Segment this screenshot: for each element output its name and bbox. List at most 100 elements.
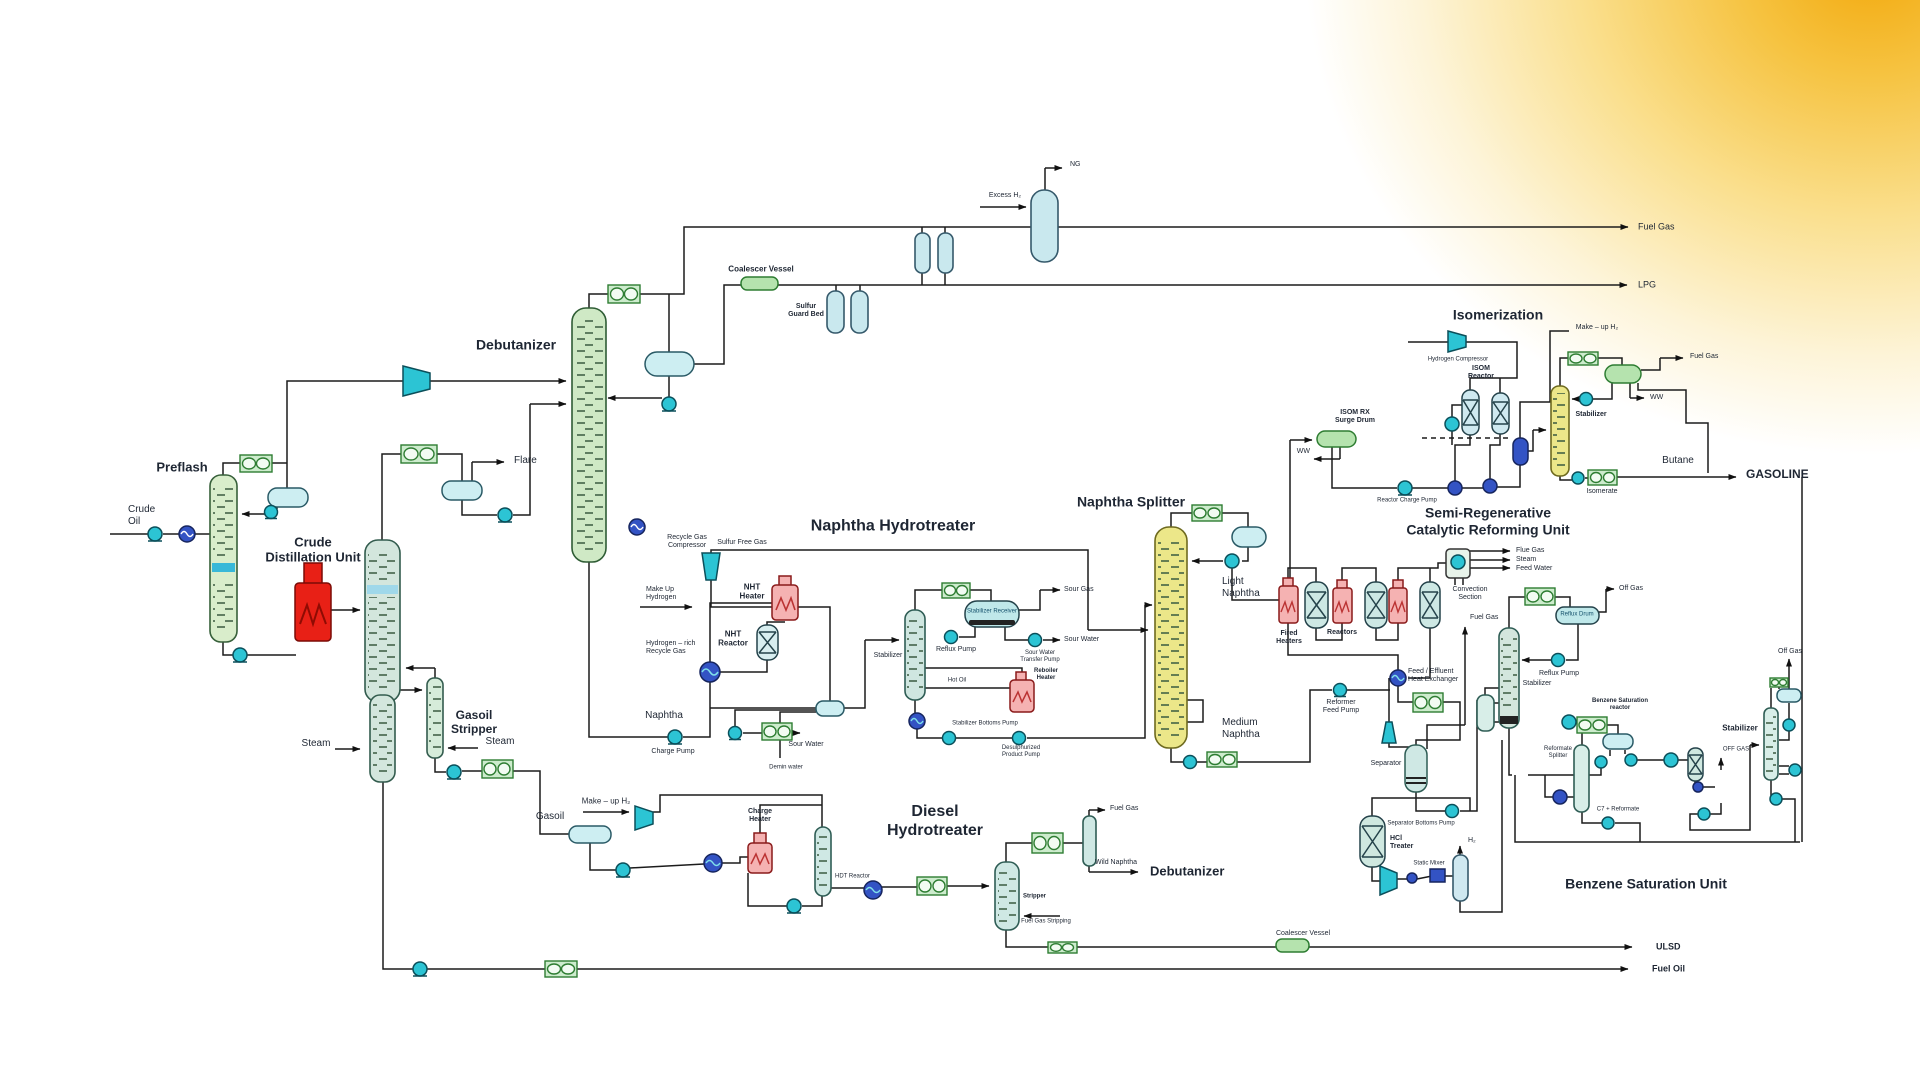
exchanger-icon [699, 661, 721, 683]
isom-dryer-vessel [1512, 437, 1529, 466]
label-ulsd: ULSD [1656, 941, 1681, 952]
pump-icon [1182, 754, 1198, 770]
cooler-icon [1769, 677, 1789, 688]
label-nht-reactor: NHT Reactor [718, 629, 748, 648]
cru-reboiler-column [1476, 694, 1495, 732]
label-makeup-hydrogen-nht: Make Up Hydrogen [646, 585, 677, 601]
pump-icon [1011, 730, 1027, 746]
pump-icon [1027, 632, 1043, 648]
isom-rx-surge-drum [1316, 430, 1357, 448]
label-preflash-title: Preflash [156, 459, 208, 475]
exchanger-icon [1561, 714, 1577, 730]
label-demin-water: Demin water [769, 764, 803, 771]
label-benzene-sat-reactor: Benzene Saturation reactor [1591, 697, 1649, 711]
label-separator: Separator [1370, 759, 1402, 767]
label-sulfur-free-gas: Sulfur Free Gas [717, 538, 767, 546]
label-reactor-charge-pump: Reactor Charge Pump [1377, 497, 1437, 504]
cooler-icon [544, 960, 578, 978]
label-naphtha: Naphtha [645, 710, 683, 722]
label-sour-gas: Sour Gas [1064, 585, 1094, 593]
convection-section-unit [1445, 548, 1471, 579]
piping [110, 165, 1803, 972]
label-cdu-title: Crude Distillation Unit [265, 534, 361, 565]
label-sulfur-guard-bed: Sulfur Guard Bed [788, 302, 824, 318]
dht-charge-heater [747, 832, 773, 874]
pump-icon [263, 504, 279, 520]
label-sour-water-b: Sour Water [788, 740, 824, 748]
label-steam-cru: Steam [1516, 555, 1537, 563]
pump-icon [1332, 682, 1348, 698]
label-isom-reactor: ISOM Reactor [1467, 364, 1495, 380]
cooler-icon [1587, 469, 1618, 486]
hcl-treater-vessel [1359, 815, 1386, 868]
cooler-icon [1412, 692, 1444, 713]
isom-receiver-drum [1604, 364, 1642, 384]
label-ww-surge: WW [1296, 447, 1310, 455]
cooler-icon [916, 876, 948, 896]
debutanizer-column [571, 307, 607, 563]
cru-reflux-drum [1555, 606, 1600, 625]
compressor-icon [1381, 721, 1397, 744]
label-gasoil-stripper-title: Gasoil Stripper [450, 707, 498, 736]
label-splitter-title: Naphtha Splitter [1076, 493, 1186, 510]
label-stabilizer-cru: Stabilizer [1522, 679, 1552, 687]
label-off-gas-cru: Off Gas [1619, 584, 1643, 592]
label-h2: H₂ [1468, 836, 1476, 844]
label-hcl-treater: HCl Treater [1390, 834, 1414, 850]
pump-icon [1550, 652, 1566, 668]
label-stripper-dht: Stripper [1023, 893, 1047, 900]
nht-reboiler-heater [1009, 671, 1035, 713]
dht-stripper-column [994, 861, 1020, 931]
cooler-icon [607, 284, 641, 304]
label-stabilizer-benz: Stabilizer [1722, 723, 1758, 733]
pump-icon [1444, 803, 1460, 819]
label-stabilizer-receiver: Stabilizer Receiver [966, 608, 1018, 615]
label-isomerate: Isomerate [1586, 487, 1618, 495]
compressor-icon [701, 552, 721, 581]
label-charge-heater: Charge Heater [747, 807, 773, 823]
label-hdt-reactor: HDT Reactor [835, 873, 870, 880]
label-desulphurized-product-pump: Desulphurized Product Pump [1001, 744, 1041, 758]
label-sour-water-transfer-pump: Sour Water Transfer Pump [1020, 649, 1060, 663]
coalescer-vessel [740, 276, 779, 291]
exchanger-icon [1444, 416, 1460, 432]
label-butane: Butane [1662, 455, 1694, 467]
piping-nht [683, 549, 1146, 758]
nht-stabilizer-receiver [964, 600, 1020, 628]
label-debutanizer2-title: Debutanizer [1150, 863, 1225, 879]
label-feed-effluent-hx: Feed / Effluent Heat Exchanger [1408, 667, 1459, 683]
benzene-reflux-drum [1602, 733, 1634, 750]
pump-icon [943, 629, 959, 645]
benzene-saturation-reactor-vessel [1687, 747, 1704, 782]
nht-reactor-vessel [756, 624, 779, 661]
drums [267, 276, 1802, 953]
label-isom-title: Isomerization [1452, 306, 1544, 323]
label-reflux-pump-nht: Reflux Pump [935, 645, 977, 653]
label-nht-heater: NHT Heater [739, 582, 765, 601]
cooler-icon [1524, 587, 1556, 606]
preflash-column [209, 474, 238, 643]
cru-fired-heater-1 [1278, 577, 1299, 624]
label-fuel-gas-stripping: Fuel Gas Stripping [1021, 918, 1071, 925]
reactors [756, 389, 1704, 868]
label-c7-reformate: C7 + Reformate [1596, 806, 1640, 813]
cru-separator-vessel [1404, 744, 1428, 793]
cooler-icon [400, 444, 438, 464]
label-static-mixer: Static Mixer [1413, 860, 1445, 867]
excess-h2-drum [1030, 189, 1059, 263]
compressors [402, 330, 1467, 897]
label-hot-oil: Hot Oil [947, 677, 967, 684]
pump-icon [1571, 471, 1585, 485]
label-fired-heaters: Fired Heaters [1276, 629, 1302, 645]
pump-icon [1601, 816, 1615, 830]
gasoil-stripper-column [426, 677, 444, 759]
pump-icon [941, 730, 957, 746]
splitter-reflux-drum [1231, 526, 1267, 548]
label-excess-h2: Excess H₂ [988, 191, 1022, 199]
label-makeup-h2-isom: Make – up H₂ [1575, 323, 1619, 331]
preflash-reflux-drum [267, 487, 309, 508]
cru-stabilizer-column [1498, 627, 1520, 729]
nht-fired-heater [771, 575, 799, 621]
pump-icon [446, 764, 462, 780]
